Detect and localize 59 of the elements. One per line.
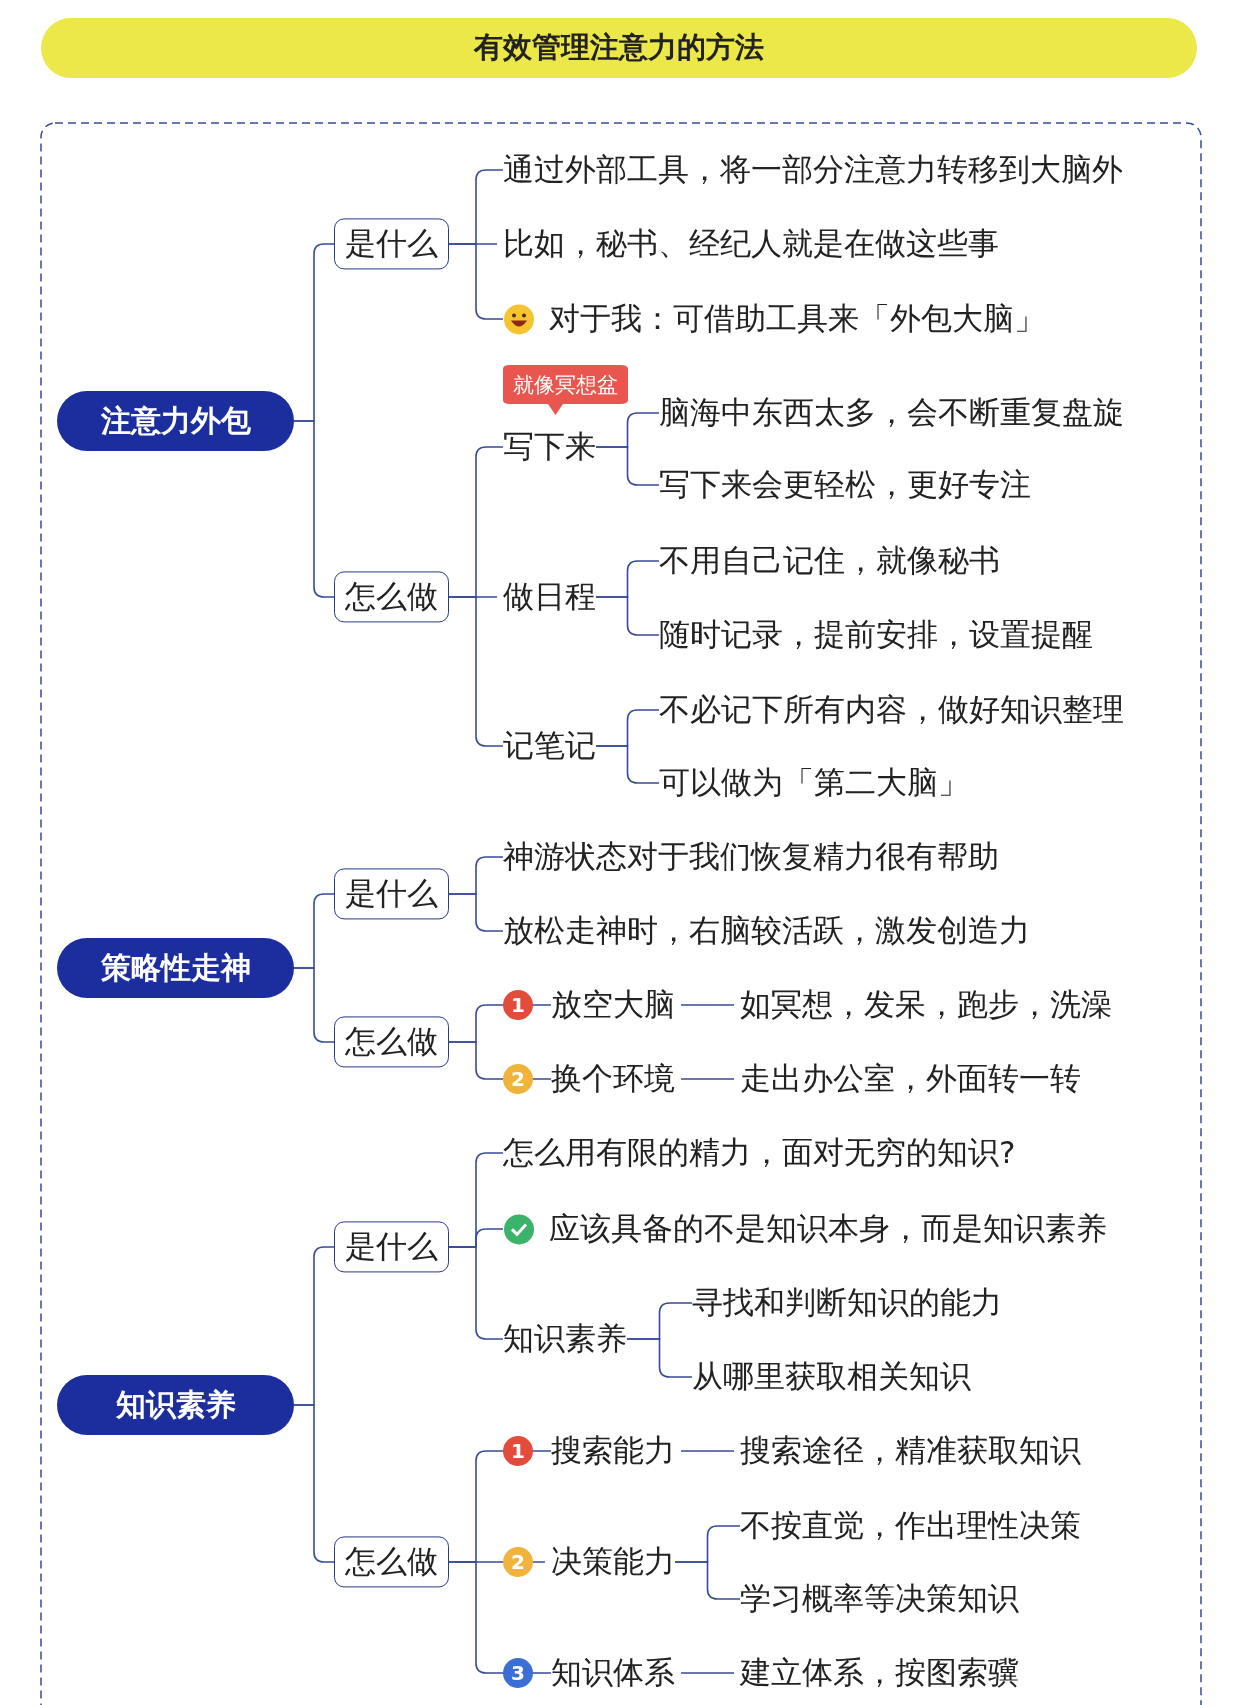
branch-box: 是什么 [334,1221,449,1273]
number-badge: 2 [503,1064,533,1094]
branch-text: 从哪里获取相关知识 [692,1358,971,1396]
connector-line [674,1561,741,1600]
branch-text: 知识素养 [503,1320,627,1358]
connector-line [680,1450,735,1452]
branch-text: 对于我：可借助工具来「外包大脑」 [549,300,1045,338]
branch-text: 记笔记 [503,727,596,765]
branch-text: 走出办公室，外面转一转 [740,1060,1081,1098]
branch-text: 应该具备的不是知识本身，而是知识素养 [549,1210,1107,1248]
branch-text: 随时记录，提前安排，设置提醒 [659,616,1093,654]
branch-text: 怎么用有限的精力，面对无穷的知识? [503,1134,1016,1172]
connector-line [448,243,504,320]
title-banner: 有效管理注意力的方法 [41,18,1197,78]
topic-pill: 知识素养 [57,1375,294,1435]
branch-text: 放松走神时，右脑较活跃，激发创造力 [503,912,1030,950]
connector-line [680,1004,735,1006]
branch-text: 搜索途径，精准获取知识 [740,1432,1081,1470]
branch-text: 写下来 [503,428,596,466]
branch-text: 写下来会更轻松，更好专注 [659,466,1031,504]
connector-line [448,596,504,747]
branch-box: 是什么 [334,868,449,920]
branch-text: 不按直觉，作出理性决策 [740,1507,1081,1545]
branch-box: 怎么做 [334,1536,449,1588]
branch-box: 是什么 [334,218,449,270]
branch-text: 换个环境 [551,1060,675,1098]
connector-line [448,1246,504,1340]
connector-line [595,745,660,784]
callout-tag: 就像冥想盆 [503,365,628,415]
topic-pill: 注意力外包 [57,391,294,451]
branch-text: 学习概率等决策知识 [740,1580,1019,1618]
branch-text: 决策能力 [551,1543,675,1581]
branch-text: 知识体系 [551,1654,675,1692]
branch-text: 神游状态对于我们恢复精力很有帮助 [503,838,999,876]
branch-text: 放空大脑 [551,986,675,1024]
number-badge: 2 [503,1547,533,1577]
branch-text: 比如，秘书、经纪人就是在做这些事 [503,225,999,263]
branch-text: 如冥想，发呆，跑步，洗澡 [740,986,1112,1024]
number-badge: 1 [503,1436,533,1466]
branch-text: 可以做为「第二大脑」 [659,764,969,802]
connector-line [595,446,660,486]
branch-text: 寻找和判断知识的能力 [692,1284,1002,1322]
connector-line [626,1338,693,1378]
branch-box: 怎么做 [334,571,449,623]
connector-line [680,1672,735,1674]
number-badge: 3 [503,1658,533,1688]
branch-text: 脑海中东西太多，会不断重复盘旋 [659,394,1124,432]
branch-text: 做日程 [503,578,596,616]
branch-text: 建立体系，按图索骥 [740,1654,1019,1692]
branch-text: 搜索能力 [551,1432,675,1470]
branch-text: 不必记下所有内容，做好知识整理 [659,691,1124,729]
branch-box: 怎么做 [334,1016,449,1068]
branch-text: 通过外部工具，将一部分注意力转移到大脑外 [503,151,1123,189]
connector-line [680,1078,735,1080]
branch-text: 不用自己记住，就像秘书 [659,542,1000,580]
number-badge: 1 [503,990,533,1020]
connector-line [448,893,504,932]
topic-pill: 策略性走神 [57,938,294,998]
connector-line [595,596,660,636]
